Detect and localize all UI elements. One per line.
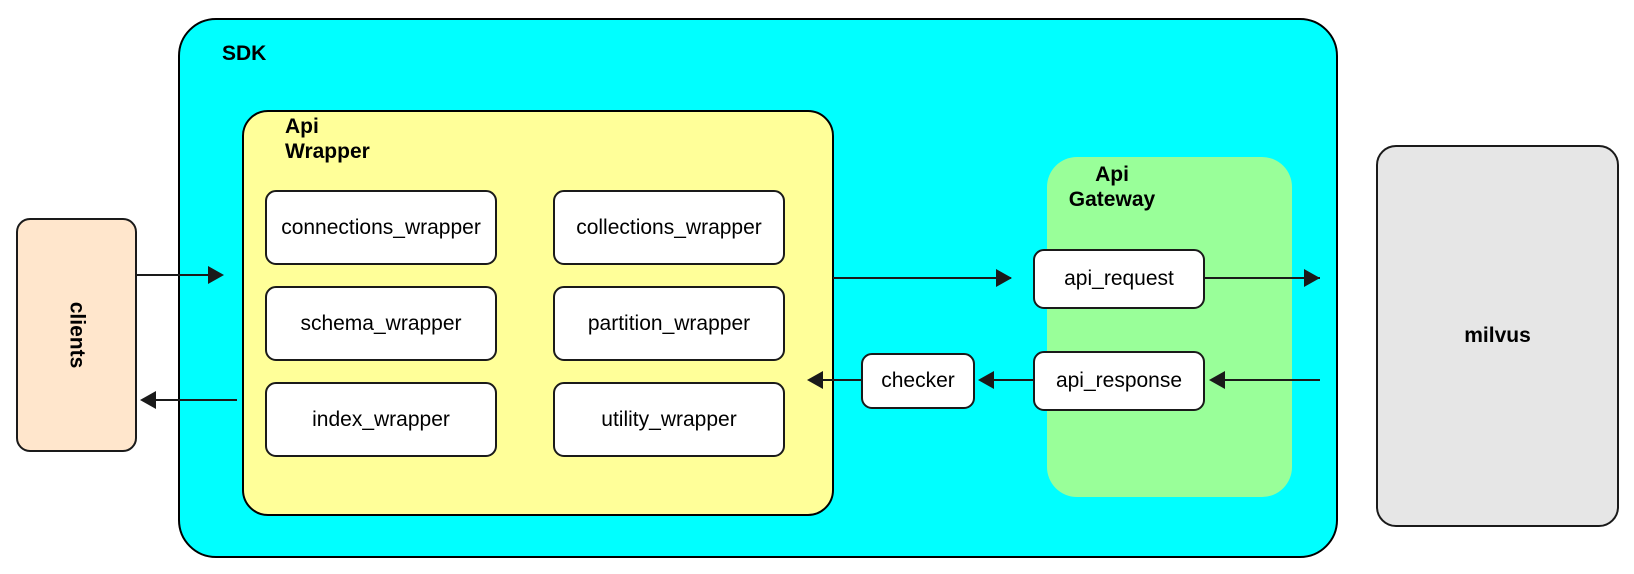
node-api-response[interactable]: api_response bbox=[1033, 351, 1205, 411]
node-partition-wrapper[interactable]: partition_wrapper bbox=[553, 286, 785, 361]
edge-milvus-to-api-response bbox=[1222, 379, 1320, 381]
arrowhead-api-response-to-checker-icon bbox=[978, 371, 994, 389]
edge-api-wrapper-to-api-gateway bbox=[833, 277, 1011, 279]
arrowhead-sdk-to-clients-icon bbox=[140, 391, 156, 409]
node-index-wrapper[interactable]: index_wrapper bbox=[265, 382, 497, 457]
api-gateway-container bbox=[1047, 157, 1292, 497]
edge-api-request-to-milvus bbox=[1205, 277, 1320, 279]
node-collections-wrapper[interactable]: collections_wrapper bbox=[553, 190, 785, 265]
node-utility-wrapper[interactable]: utility_wrapper bbox=[553, 382, 785, 457]
milvus-node[interactable]: milvus bbox=[1376, 145, 1619, 527]
arrowhead-milvus-to-api-response-icon bbox=[1209, 371, 1225, 389]
api-wrapper-container-label: Api Wrapper bbox=[285, 115, 370, 163]
node-api-request[interactable]: api_request bbox=[1033, 249, 1205, 309]
arrowhead-api-request-to-milvus-icon bbox=[1304, 269, 1320, 287]
sdk-container-label: SDK bbox=[222, 42, 267, 65]
node-connections-wrapper[interactable]: connections_wrapper bbox=[265, 190, 497, 265]
edge-sdk-to-clients bbox=[152, 399, 237, 401]
edge-checker-to-api-wrapper bbox=[820, 379, 861, 381]
arrowhead-checker-to-api-wrapper-icon bbox=[807, 371, 823, 389]
api-gateway-container-label: Api Gateway bbox=[1068, 163, 1156, 211]
edge-api-response-to-checker bbox=[991, 379, 1033, 381]
clients-node[interactable]: clients bbox=[16, 218, 137, 452]
edge-clients-to-sdk bbox=[137, 274, 219, 276]
node-checker[interactable]: checker bbox=[861, 353, 975, 409]
arrowhead-api-wrapper-to-api-gateway-icon bbox=[996, 269, 1012, 287]
clients-node-label: clients bbox=[65, 301, 89, 369]
arrowhead-clients-to-sdk-icon bbox=[208, 266, 224, 284]
milvus-node-label: milvus bbox=[1464, 324, 1531, 347]
node-schema-wrapper[interactable]: schema_wrapper bbox=[265, 286, 497, 361]
